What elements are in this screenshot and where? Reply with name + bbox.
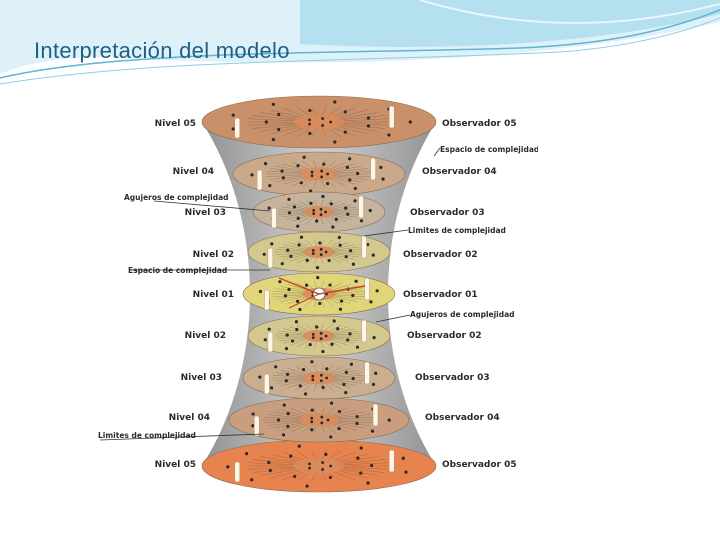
disc-level-6 <box>247 315 391 357</box>
complexity-levels-diagram: Nivel 05 Observador 05 Nivel 04 Observador … <box>96 74 538 514</box>
complexity-tube <box>372 403 379 427</box>
complexity-tube <box>370 157 376 181</box>
complexity-tube <box>234 461 241 483</box>
complexity-tube <box>388 449 395 473</box>
annotation-agujeros-complejidad-left: Agujeros de complejidad <box>124 193 229 202</box>
complexity-tube <box>253 415 260 437</box>
complexity-tube <box>364 277 370 301</box>
nivel-label: Nivel 02 <box>185 331 226 341</box>
disc-level-7 <box>242 356 396 400</box>
nivel-label: Nivel 04 <box>173 167 214 177</box>
header-swoosh-decoration <box>0 0 720 85</box>
observador-label: Observador 01 <box>403 290 478 300</box>
observador-label: Observador 02 <box>403 250 478 260</box>
observador-label: Observador 05 <box>442 119 517 129</box>
complexity-tube <box>361 235 367 259</box>
complexity-tube <box>267 247 274 269</box>
annotation-agujeros-complejidad-right: Agujeros de complejidad <box>410 310 515 319</box>
nivel-label: Nivel 05 <box>155 119 196 129</box>
disc-level-8 <box>228 397 410 443</box>
annotation-espacio-complejidad-left: Espacio de complejidad <box>128 266 227 275</box>
disc-level-1 <box>201 95 437 149</box>
complexity-tube <box>264 373 270 395</box>
observador-label: Observador 04 <box>422 167 497 177</box>
nivel-label: Nivel 04 <box>169 413 210 423</box>
nivel-label: Nivel 05 <box>155 460 196 470</box>
observador-label: Observador 02 <box>407 331 482 341</box>
observador-label: Observador 05 <box>442 460 517 470</box>
complexity-tube <box>234 117 241 139</box>
complexity-tube <box>364 361 370 385</box>
disc-level-9 <box>201 439 437 493</box>
nivel-label: Nivel 01 <box>193 290 234 300</box>
slide-title: Interpretación del modelo <box>34 38 290 63</box>
observador-label: Observador 03 <box>415 373 490 383</box>
level-connector-line <box>288 293 320 309</box>
complexity-tube <box>271 207 277 229</box>
observador-label: Observador 04 <box>425 413 500 423</box>
disc-level-4 <box>247 231 391 273</box>
disc-level-3 <box>252 191 386 233</box>
annotation-limites-complejidad-left: Limites de complejidad <box>98 431 196 440</box>
nivel-label: Nivel 03 <box>181 373 222 383</box>
annotation-limites-complejidad-right: Limites de complejidad <box>408 226 506 235</box>
disc-level-2 <box>232 151 406 197</box>
complexity-tube <box>256 169 263 191</box>
complexity-tube <box>264 289 270 311</box>
nivel-label: Nivel 02 <box>193 250 234 260</box>
complexity-tube <box>361 319 367 343</box>
complexity-tube <box>267 331 274 353</box>
complexity-tube <box>358 195 364 219</box>
nivel-label: Nivel 03 <box>185 208 226 218</box>
annotation-espacio-complejidad-right: Espacio de complejidad <box>440 145 538 154</box>
complexity-tube <box>388 105 395 129</box>
observador-label: Observador 03 <box>410 208 485 218</box>
